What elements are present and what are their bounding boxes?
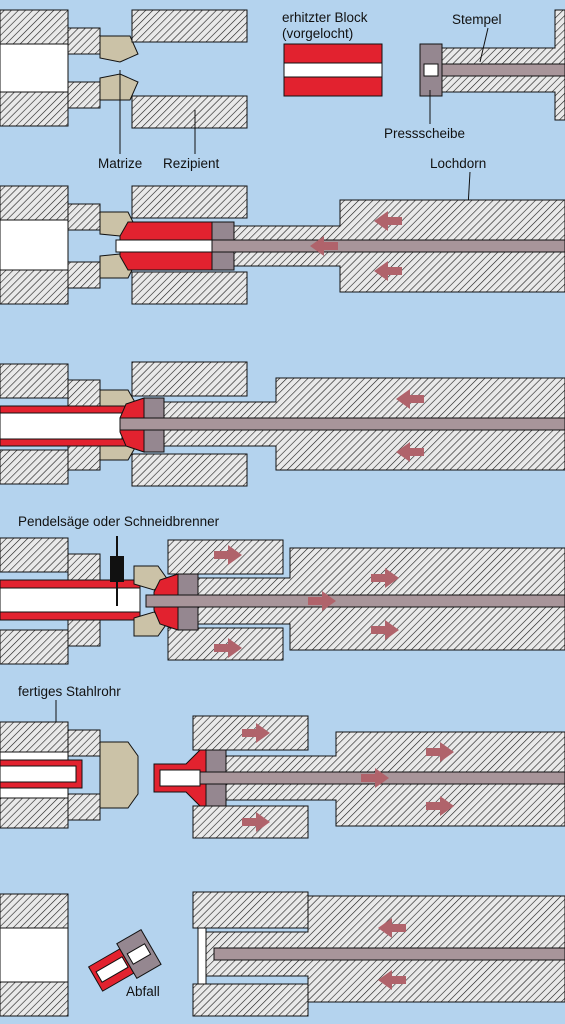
label-container: Rezipient (163, 156, 220, 171)
press-frame-bottom (0, 91, 69, 127)
label-scrap: Abfall (126, 984, 160, 999)
motion-arrow-step4-3 (371, 620, 399, 640)
step-3-extrude (0, 361, 565, 487)
motion-arrow-step4-1 (371, 568, 399, 588)
motion-arrow-step4-2 (308, 591, 336, 611)
label-mandrel: Lochdorn (430, 156, 486, 171)
motion-arrow-step2-0 (374, 211, 402, 231)
step-2-insert-block (0, 185, 565, 305)
motion-arrow-step5-4 (242, 812, 270, 832)
motion-arrow-step6-0 (378, 918, 406, 938)
motion-arrow-step4-0 (214, 545, 242, 565)
motion-arrow-step5-1 (426, 742, 454, 762)
label-heated-block-line2: (vorgelocht) (282, 26, 353, 41)
motion-arrow-step6-1 (378, 970, 406, 990)
motion-arrow-step4-4 (214, 638, 242, 658)
scrap-piece (87, 928, 162, 992)
label-saw: Pendelsäge oder Schneidbrenner (18, 514, 220, 529)
mandrel (441, 63, 565, 77)
saw-blade (110, 556, 124, 582)
step-6-return: Abfall (0, 891, 565, 1017)
container-bottom (131, 95, 248, 129)
die-holder-bottom (67, 81, 101, 109)
press-frame-bore (0, 43, 69, 93)
die-upper (99, 35, 139, 63)
label-finished-tube: fertiges Stahlrohr (18, 684, 121, 699)
motion-arrow-step5-0 (242, 723, 270, 743)
label-ram: Stempel (452, 12, 502, 27)
motion-arrows (214, 211, 454, 990)
step-4-cut: Pendelsäge oder Schneidbrenner (0, 514, 565, 665)
die-holder-top (67, 27, 101, 55)
container-top (131, 9, 248, 43)
label-press-disc: Pressscheibe (384, 126, 465, 141)
press-frame-top (0, 9, 69, 45)
heated-block-hole (283, 62, 383, 78)
die-lower (99, 73, 139, 101)
motion-arrow-step5-3 (426, 796, 454, 816)
motion-arrow-step2-1 (310, 236, 338, 256)
step-1-setup: erhitzter Block (vorgelocht) Stempel Pre… (0, 9, 565, 243)
motion-arrow-step5-2 (361, 768, 389, 788)
motion-arrow-step2-2 (374, 261, 402, 281)
label-die: Matrize (98, 156, 142, 171)
step-5-remove-tube: fertiges Stahlrohr (0, 684, 565, 839)
motion-arrow-step3-0 (396, 389, 424, 409)
label-heated-block-line1: erhitzter Block (282, 10, 368, 25)
motion-arrow-step3-1 (396, 442, 424, 462)
